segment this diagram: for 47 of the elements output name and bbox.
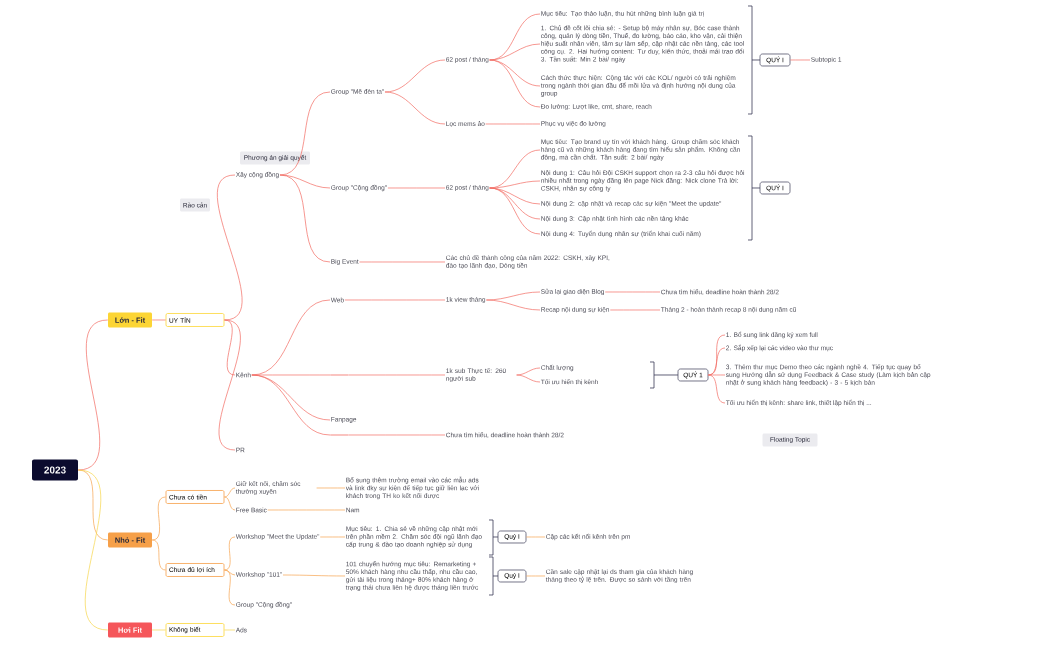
branch-line: [151, 629, 166, 631]
branch-line: [348, 374, 446, 376]
branch-line: [151, 539, 166, 571]
branch-line: [316, 487, 346, 489]
branch-line: [489, 59, 541, 87]
branch-line: [224, 496, 236, 511]
branch-line: [151, 496, 166, 541]
branch-line: [489, 180, 541, 189]
branch-line: [279, 91, 331, 176]
branch-line: [790, 59, 811, 61]
branch-line: [485, 123, 541, 125]
branch-line: [486, 299, 541, 311]
branch-line: [224, 569, 236, 606]
branch-line: [77, 469, 109, 631]
branch-line: [282, 574, 346, 577]
branch-line: [344, 299, 446, 301]
branch-line: [224, 536, 236, 571]
branch-line: [516, 374, 541, 383]
branch-line: [224, 629, 236, 631]
branch-line: [604, 291, 661, 293]
branch-line: [708, 347, 726, 376]
branch-line: [279, 174, 331, 263]
branch-line: [708, 374, 726, 404]
branch-line: [387, 187, 446, 189]
branch-line: [217, 174, 243, 321]
branch-line: [224, 319, 236, 376]
branch-line: [348, 434, 446, 436]
branch-line: [526, 536, 546, 538]
branch-line: [384, 91, 446, 125]
branch-line: [267, 509, 346, 511]
branch-line: [77, 319, 109, 471]
branch-line: [218, 319, 241, 451]
branch-line: [489, 187, 541, 235]
branch-line: [526, 575, 546, 577]
branch-line: [359, 261, 446, 263]
branch-line: [609, 309, 661, 311]
branch-line: [224, 487, 236, 498]
branch-line: [489, 187, 541, 220]
branch-line: [251, 374, 331, 436]
root-topic-box: 2023: [32, 459, 78, 481]
branch-line: [384, 59, 446, 93]
branch-line: [489, 59, 541, 108]
branch-line: [319, 536, 346, 538]
branch-line: [516, 367, 541, 376]
branch-line: [151, 319, 166, 321]
branch-line: [489, 43, 541, 61]
branch-line: [708, 374, 726, 376]
